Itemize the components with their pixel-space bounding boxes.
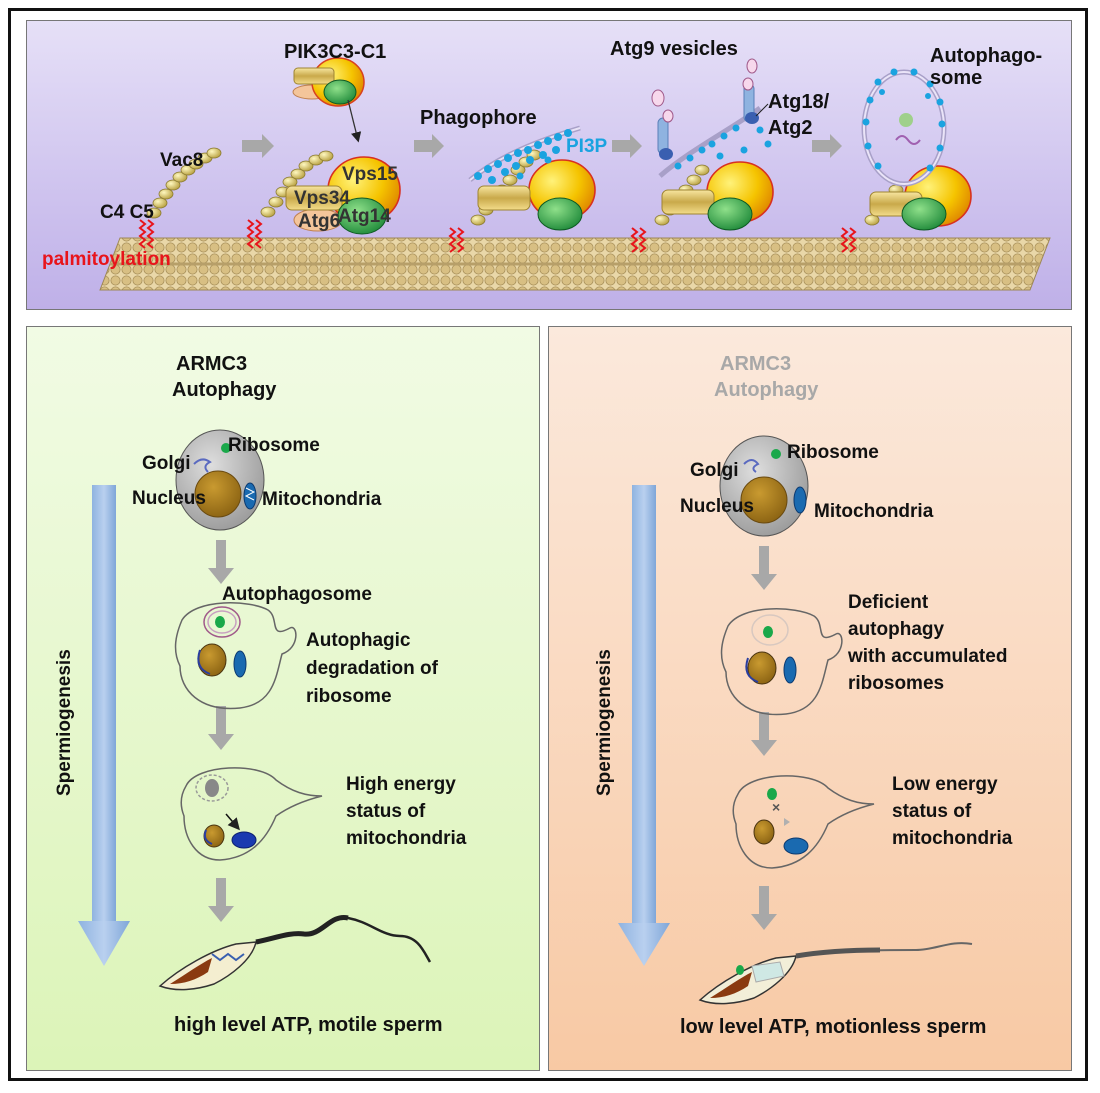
left-step2-line2: degradation of — [306, 658, 439, 679]
atg2-label: Atg2 — [768, 117, 812, 139]
right-spermiogenesis-arrow — [618, 485, 670, 966]
atg14-label: Atg14 — [338, 206, 391, 227]
right-mitochondria-label: Mitochondria — [814, 501, 934, 522]
right-step2-line4: ribosomes — [848, 673, 944, 694]
left-title-autophagy: Autophagy — [172, 379, 277, 401]
left-bottom-label: high level ATP, motile sperm — [174, 1014, 443, 1036]
right-round-spermatid — [719, 435, 809, 537]
left-ribosome-in-autophagosome — [215, 616, 225, 628]
left-step2-line1: Autophagic — [306, 630, 411, 651]
vac8-helix — [146, 147, 222, 219]
right-step2-line2: autophagy — [848, 619, 944, 640]
left-step2-line3: ribosome — [306, 686, 392, 707]
left-golgi-2 — [197, 649, 211, 675]
left-mitochondria-label: Mitochondria — [262, 489, 382, 510]
atg9-vesicles-label: Atg9 vesicles — [610, 38, 738, 60]
left-nucleus-2 — [197, 643, 227, 677]
left-autophagosome-cell — [174, 602, 297, 710]
left-autophagosome-label: Autophagosome — [222, 584, 372, 605]
right-faint-arrow — [784, 818, 790, 826]
right-golgi-label: Golgi — [690, 460, 739, 481]
left-step3-line2: status of — [346, 801, 426, 822]
left-spermiogenesis-arrow — [78, 485, 130, 966]
left-mito-active — [231, 831, 257, 849]
left-mito-2 — [233, 650, 247, 678]
left-energy-arrow — [225, 813, 240, 831]
membrane-bilayer — [99, 237, 1051, 291]
right-spermiogenesis-label: Spermiogenesis — [594, 649, 615, 796]
atg9-atg18-complex — [651, 58, 774, 231]
right-step3-line2: status of — [892, 801, 972, 822]
right-deficient-cell — [720, 608, 843, 716]
left-ribosome-label: Ribosome — [228, 435, 320, 456]
right-step2-line1: Deficient — [848, 592, 929, 613]
left-spermiogenesis-label: Spermiogenesis — [54, 649, 75, 796]
right-step-arrows — [751, 546, 777, 930]
right-mito-low — [783, 837, 809, 855]
atg18-label: Atg18/ — [768, 91, 830, 113]
right-accumulated-ribosome — [763, 626, 773, 638]
right-nucleus-3 — [753, 819, 775, 845]
right-ribosome-3 — [767, 788, 777, 800]
phagophore-label: Phagophore — [420, 107, 537, 129]
palmitoylation-anchors — [138, 219, 857, 253]
c4c5-label: C4 C5 — [100, 202, 154, 223]
figure-frame — [8, 8, 1088, 1081]
right-step2-line3: with accumulated — [847, 646, 1007, 667]
left-elongating-cell — [180, 767, 323, 861]
autophagosome-complex — [861, 68, 972, 231]
left-nucleus-3 — [203, 824, 225, 848]
left-step3-line1: High energy — [346, 774, 456, 795]
right-ribosome-label: Ribosome — [787, 442, 879, 463]
vps34-label: Vps34 — [294, 188, 350, 209]
pi3p-label: PI3P — [566, 136, 608, 157]
right-title-autophagy: Autophagy — [714, 379, 819, 401]
right-elongating-cell — [732, 775, 875, 869]
left-degraded-ribosome — [205, 779, 219, 797]
vac8-label: Vac8 — [160, 150, 203, 171]
left-step3-line3: mitochondria — [346, 828, 467, 849]
right-step3-line1: Low energy — [892, 774, 998, 795]
palmitoylation-label: palmitoylation — [42, 249, 171, 270]
left-round-spermatid — [175, 429, 265, 531]
atg6-label: Atg6 — [298, 211, 340, 232]
left-step-arrows — [208, 540, 234, 922]
pik3c3-c1-complex — [292, 57, 365, 143]
autophagosome-top-label-2: some — [930, 67, 982, 89]
left-golgi-label: Golgi — [142, 453, 191, 474]
right-bottom-label: low level ATP, motionless sperm — [680, 1016, 986, 1038]
top-step-arrows — [242, 134, 842, 158]
atg18-pointer — [755, 103, 769, 117]
vac8-vps-complex-bound — [260, 150, 401, 235]
right-nucleus-2 — [747, 651, 777, 685]
right-title-armc3: ARMC3 — [720, 353, 791, 375]
left-nucleus-label: Nucleus — [132, 488, 206, 509]
left-motile-sperm — [158, 915, 432, 991]
vps15-label: Vps15 — [342, 164, 398, 185]
right-nucleus-label: Nucleus — [680, 496, 754, 517]
left-title-armc3: ARMC3 — [176, 353, 247, 375]
right-step3-line3: mitochondria — [892, 828, 1013, 849]
autophagosome-top-label-1: Autophago- — [930, 45, 1042, 67]
pik3c3-c1-label: PIK3C3-C1 — [284, 41, 386, 63]
phagophore-complex — [468, 125, 596, 231]
right-blocked-mark: × — [772, 799, 780, 815]
right-motionless-sperm — [698, 942, 973, 1005]
right-mito-2 — [783, 656, 797, 684]
